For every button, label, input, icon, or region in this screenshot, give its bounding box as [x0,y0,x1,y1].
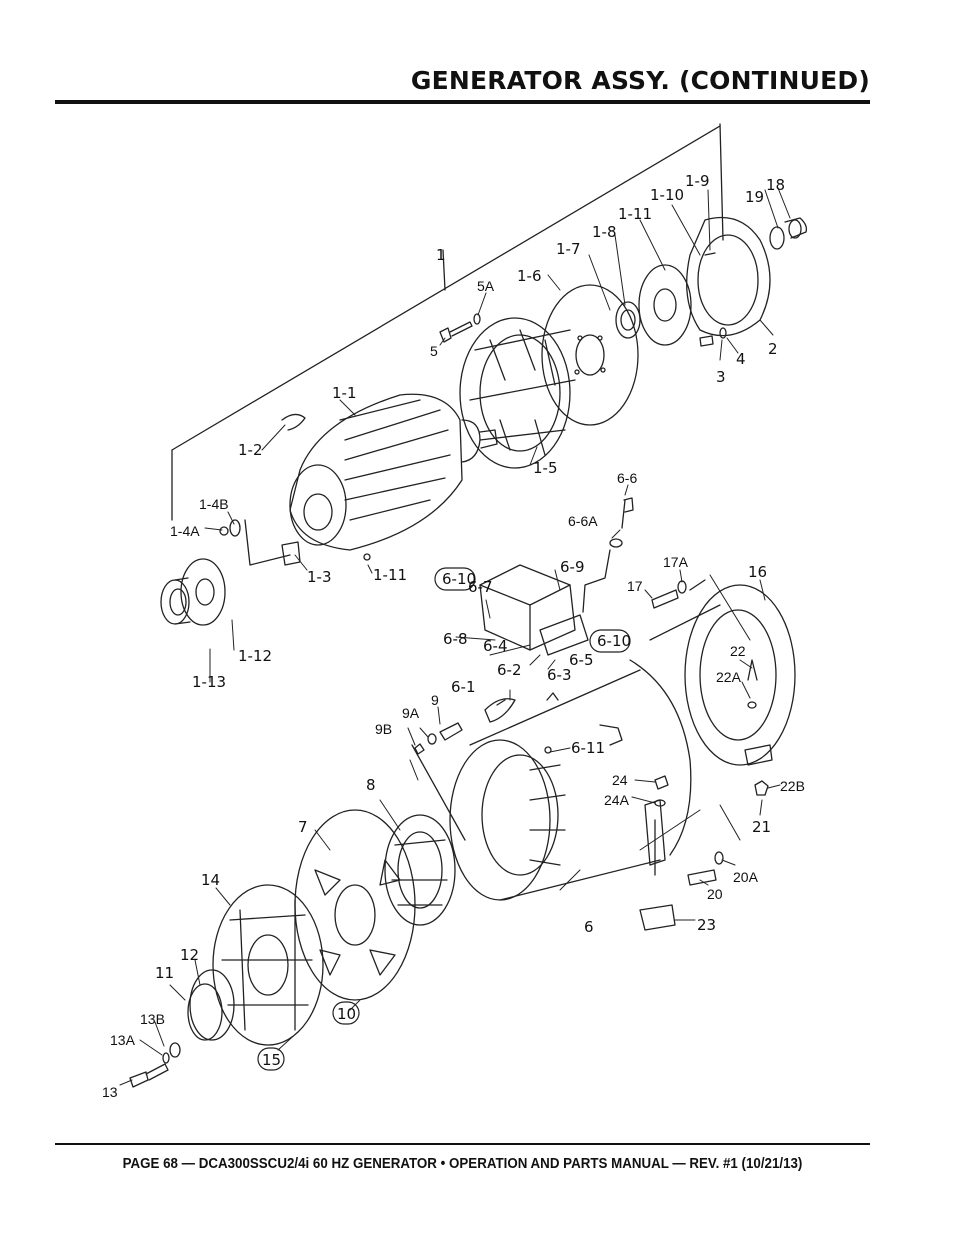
label-9b: 9B [375,721,392,737]
label-1-3: 1-3 [307,568,332,586]
label-6-3: 6-3 [547,666,572,684]
part-labels: 1 1-1 1-2 1-3 1-11 1-12 1-13 1-5 1-6 1-7… [155,172,785,1069]
label-1-11-a: 1-11 [618,205,652,223]
page-header: GENERATOR ASSY. (CONTINUED) [55,62,870,104]
rotor-small-parts [219,519,371,566]
end-cover [129,969,235,1088]
label-6-6: 6-6 [617,470,637,486]
label-17a: 17A [663,554,689,570]
label-6-1: 6-1 [451,678,476,696]
rotor-part [281,393,498,551]
label-6-11: 6-11 [571,739,605,757]
label-20: 20 [707,886,723,902]
label-1-2: 1-2 [238,441,263,459]
label-2: 2 [768,340,778,358]
label-6-5: 6-5 [569,651,594,669]
label-7: 7 [298,818,308,836]
assembly-bracket [171,123,724,521]
circled-callouts [257,567,631,1071]
label-5a: 5A [477,278,495,294]
label-10: 10 [337,1005,356,1023]
spacer-plate [615,264,692,346]
label-3: 3 [716,368,726,386]
bolt-9 [414,722,463,755]
label-24a: 24A [604,792,630,808]
label-16: 16 [748,563,767,581]
label-6-6a: 6-6A [568,513,598,529]
label-18: 18 [766,176,785,194]
label-1: 1 [436,246,446,264]
bolts-and-coupling [699,217,808,347]
label-6-4: 6-4 [483,637,508,655]
label-6-7: 6-7 [468,578,493,596]
label-6-10-b: 6-10 [597,632,631,650]
label-9: 9 [431,692,439,708]
coupling-disc [541,284,639,426]
page-title: GENERATOR ASSY. (CONTINUED) [410,66,870,95]
label-1-7: 1-7 [556,240,581,258]
label-1-6: 1-6 [517,267,542,285]
diagram-drawing: 1 1-1 1-2 1-3 1-11 1-12 1-13 1-5 1-6 1-7… [102,123,808,1100]
label-22: 22 [730,643,746,659]
label-1-5: 1-5 [533,459,558,477]
label-19: 19 [745,188,764,206]
flywheel-housing [686,216,771,337]
bolt-5 [439,313,481,343]
label-13a: 13A [110,1032,136,1048]
label-6-9: 6-9 [560,558,585,576]
label-11: 11 [155,964,174,982]
label-22a: 22A [716,669,742,685]
label-13: 13 [102,1084,118,1100]
label-6-10-a: 6-10 [442,570,476,588]
typed-labels: 1-4B 1-4A 5A 5 6-6 6-6A 17A 17 22 22A 22… [102,278,805,1100]
screen-cover [212,884,324,1046]
label-1-13: 1-13 [192,673,226,691]
label-1-4a: 1-4A [170,523,200,539]
label-24: 24 [612,772,628,788]
label-17: 17 [627,578,643,594]
bearing-part [160,558,226,626]
fan-part [459,317,576,469]
exciter-part [384,744,466,926]
footer-rule [55,1143,870,1145]
label-1-12: 1-12 [238,647,272,665]
label-1-11-b: 1-11 [373,566,407,584]
label-14: 14 [201,871,220,889]
mounting-parts [639,775,724,931]
stator-housing [449,659,692,901]
label-13b: 13B [140,1011,165,1027]
label-1-1: 1-1 [332,384,357,402]
label-6-2: 6-2 [497,661,522,679]
label-1-9: 1-9 [685,172,710,190]
terminal-box [479,497,634,723]
label-8: 8 [366,776,376,794]
rear-bracket [649,579,796,796]
label-21: 21 [752,818,771,836]
label-12: 12 [180,946,199,964]
page-footer: PAGE 68 — DCA300SSCU2/4i 60 HZ GENERATOR… [122,1156,803,1172]
adapter-plate [294,809,416,1001]
leader-lines [119,187,791,1086]
label-5: 5 [430,343,438,359]
label-4: 4 [736,350,746,368]
label-23: 23 [697,916,716,934]
label-20a: 20A [733,869,759,885]
label-22b: 22B [780,778,805,794]
label-6: 6 [584,918,594,936]
label-6-8: 6-8 [443,630,468,648]
label-15: 15 [262,1051,281,1069]
label-1-8: 1-8 [592,223,617,241]
label-1-10: 1-10 [650,186,684,204]
exploded-parts-diagram: 1 1-1 1-2 1-3 1-11 1-12 1-13 1-5 1-6 1-7… [0,110,954,1130]
header-rule [55,100,870,104]
label-1-4b: 1-4B [199,496,229,512]
label-9a: 9A [402,705,420,721]
